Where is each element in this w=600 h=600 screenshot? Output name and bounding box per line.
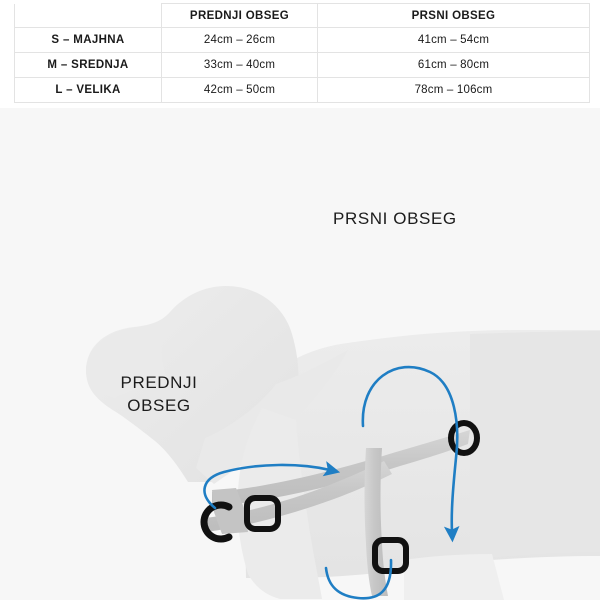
table-row: S – MAJHNA 24cm – 26cm 41cm – 54cm: [14, 27, 590, 53]
strap-horizontal-girth: [212, 430, 470, 506]
left-slider-buckle-icon: [244, 495, 281, 532]
cell-chest-girth-s: 41cm – 54cm: [317, 27, 590, 53]
strap-diagonal-front: [204, 461, 392, 532]
dog-muzzle: [86, 319, 166, 398]
harness-straps: [204, 430, 470, 596]
header-cell-chest-girth: PRSNI OBSEG: [317, 3, 590, 28]
table-row: L – VELIKA 42cm – 50cm 78cm – 106cm: [14, 77, 590, 103]
cell-size-m: M – SREDNJA: [14, 52, 162, 78]
front-girth-label-line2: OBSEG: [127, 395, 191, 415]
chest-girth-arrow-bottom: [324, 558, 393, 600]
strap-left-stub: [212, 488, 248, 534]
measurement-arrows: [203, 365, 460, 600]
front-girth-arrow: [203, 461, 341, 510]
header-cell-size: [14, 3, 162, 28]
chest-girth-arrow-top: [361, 365, 460, 543]
left-d-ring-icon: [200, 501, 233, 543]
size-chart-table: PREDNJI OBSEG PRSNI OBSEG S – MAJHNA 24c…: [14, 3, 590, 103]
chest-girth-label: PRSNI OBSEG: [333, 209, 457, 228]
dog-rear-leg: [404, 554, 504, 600]
table-header-row: PREDNJI OBSEG PRSNI OBSEG: [14, 3, 590, 28]
harness-measurement-illustration: PRSNI OBSEG PREDNJI OBSEG: [0, 108, 600, 600]
table-row: M – SREDNJA 33cm – 40cm 61cm – 80cm: [14, 52, 590, 78]
cell-front-girth-s: 24cm – 26cm: [161, 27, 318, 53]
right-o-ring-icon: [448, 420, 480, 456]
cell-size-l: L – VELIKA: [14, 77, 162, 103]
cell-front-girth-m: 33cm – 40cm: [161, 52, 318, 78]
strap-vertical-shoulder: [364, 448, 388, 596]
cell-chest-girth-m: 61cm – 80cm: [317, 52, 590, 78]
header-cell-front-girth: PREDNJI OBSEG: [161, 3, 318, 28]
cell-size-s: S – MAJHNA: [14, 27, 162, 53]
cell-chest-girth-l: 78cm – 106cm: [317, 77, 590, 103]
front-girth-label: PREDNJI OBSEG: [104, 372, 214, 418]
dog-hindquarter-shade: [470, 331, 600, 560]
dog-harness-diagram-svg: [0, 108, 600, 600]
front-girth-label-line1: PREDNJI: [120, 373, 198, 392]
cell-front-girth-l: 42cm – 50cm: [161, 77, 318, 103]
